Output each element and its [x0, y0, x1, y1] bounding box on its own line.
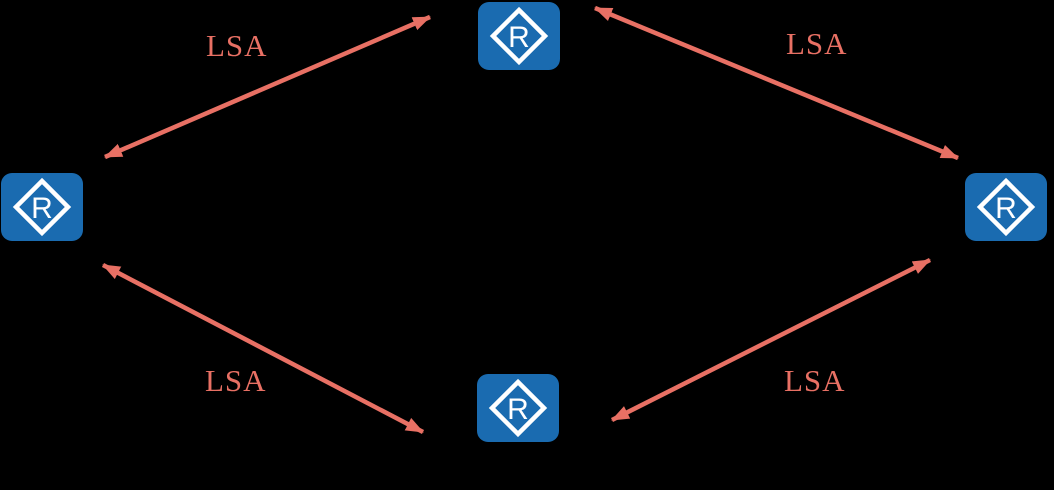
router-glyph-left: R [31, 192, 53, 225]
router-icon-top: R [478, 2, 560, 70]
router-glyph-top: R [508, 21, 530, 54]
router-glyph-right: R [995, 192, 1017, 225]
router-glyph-bottom: R [507, 393, 529, 426]
lsa-label-top-right: LSA [786, 26, 848, 61]
lsa-arrow-top-right [594, 5, 959, 161]
router-icon-left: R [1, 173, 83, 241]
lsa-arrow-left-bottom [101, 263, 425, 434]
lsa-label-top-left: LSA [206, 28, 268, 63]
lsa-label-bottom-left: LSA [205, 363, 267, 398]
lsa-label-bottom-right: LSA [784, 363, 846, 398]
lsa-arrow-left-top [104, 14, 431, 160]
router-icon-right: R [965, 173, 1047, 241]
lsa-arrow-bottom-right [610, 257, 932, 423]
router-icon-bottom: R [477, 374, 559, 442]
